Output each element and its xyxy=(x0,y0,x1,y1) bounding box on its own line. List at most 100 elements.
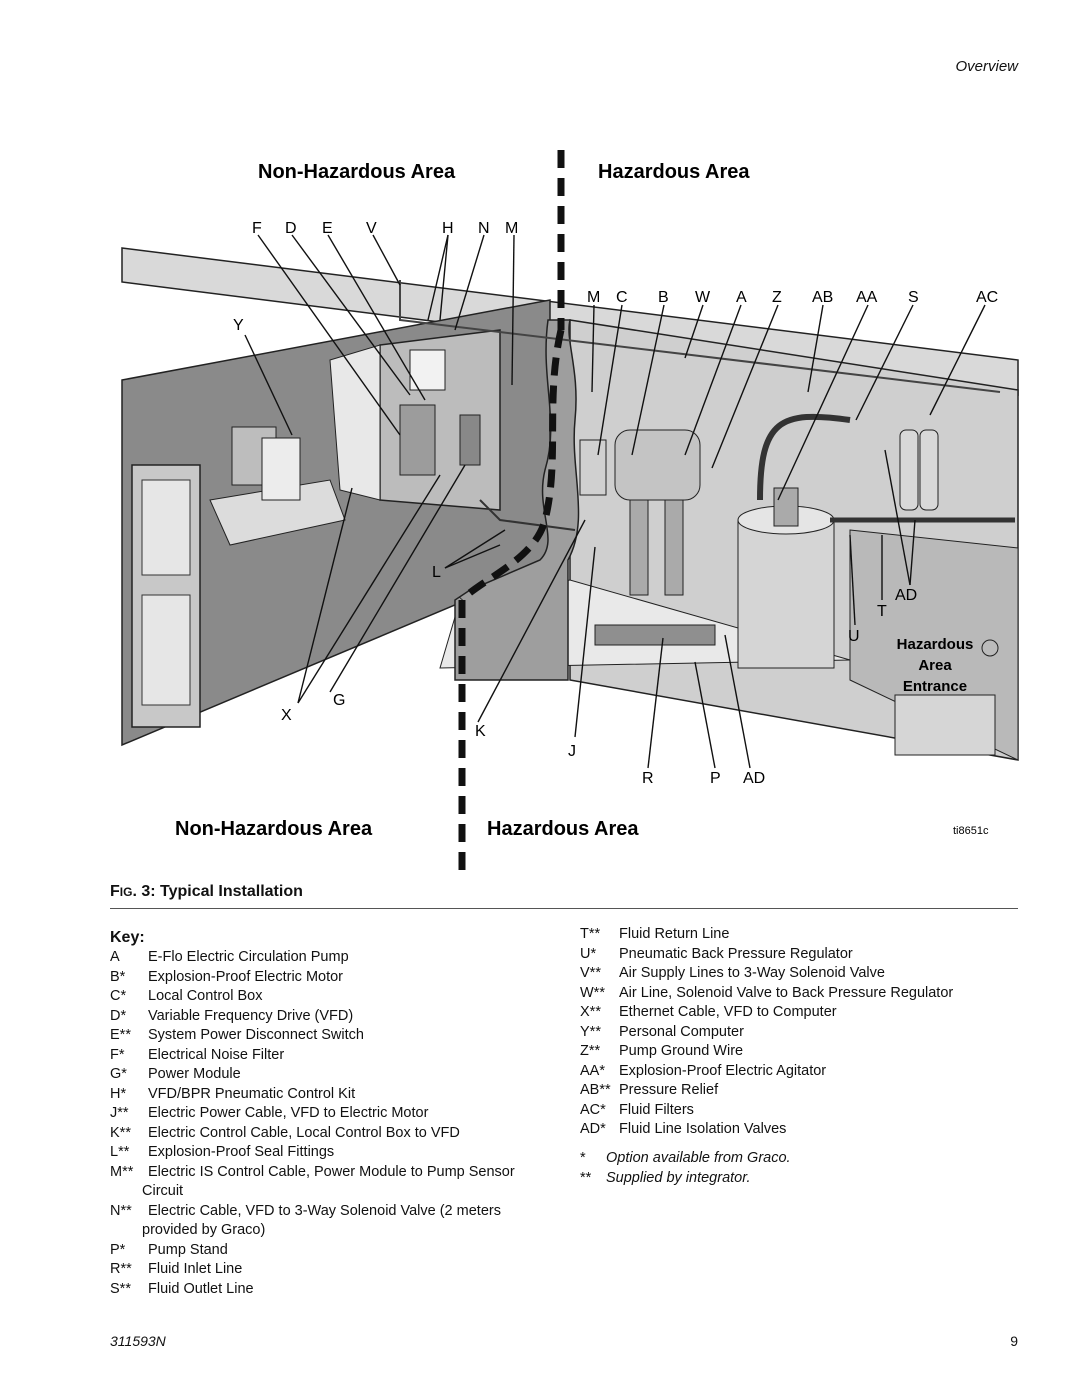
key-description: Power Module xyxy=(148,1066,241,1082)
ceiling-pipe xyxy=(399,280,1001,393)
document-number: 311593N xyxy=(110,1333,166,1349)
key-item: L**Explosion-Proof Seal Fittings xyxy=(110,1143,550,1163)
callout-g: G xyxy=(333,692,345,709)
key-item: K**Electric Control Cable, Local Control… xyxy=(110,1124,550,1144)
key-code: AD* xyxy=(580,1121,606,1137)
key-description: Electric Cable, VFD to 3-Way Solenoid Va… xyxy=(148,1202,501,1219)
note-row: *Option available from Graco. xyxy=(580,1150,791,1166)
callout-d: D xyxy=(285,220,297,237)
cabinet-door xyxy=(329,344,381,501)
agitator-tank xyxy=(737,487,835,669)
key-item: F* Electrical Noise Filter xyxy=(110,1046,550,1066)
key-description: Air Line, Solenoid Valve to Back Pressur… xyxy=(619,984,954,1001)
key-code: J** xyxy=(110,1105,129,1121)
callout-w: W xyxy=(695,289,711,306)
key-notes: *Option available from Graco. **Supplied… xyxy=(580,1149,791,1188)
callout-l: L xyxy=(432,564,441,581)
computer-tower xyxy=(261,437,301,501)
entrance-bell-icon xyxy=(981,639,999,657)
cabinet-cable xyxy=(479,499,576,531)
key-description-continued: Circuit xyxy=(142,1183,184,1199)
callout-v: V xyxy=(366,220,377,237)
callout-e: E xyxy=(322,220,333,237)
key-code: K** xyxy=(110,1124,131,1141)
callout-ad-mid: AD xyxy=(895,587,917,604)
key-description: Explosion-Proof Electric Motor xyxy=(148,968,344,985)
key-item: V** Air Supply Lines to 3-Way Solenoid Va… xyxy=(580,964,1000,984)
key-description: Local Control Box xyxy=(148,988,263,1004)
key-description-continued: provided by Graco) xyxy=(142,1222,266,1238)
caption-divider xyxy=(110,908,1018,909)
key-code: V** xyxy=(580,965,601,981)
callout-y: Y xyxy=(233,317,244,334)
callout-a: A xyxy=(736,289,747,306)
key-code: N** xyxy=(110,1202,132,1219)
callout-j: J xyxy=(568,743,576,760)
key-item: D* Variable Frequency Drive (VFD) xyxy=(110,1007,550,1027)
key-code: P* xyxy=(110,1241,126,1258)
callout-c: C xyxy=(616,289,628,306)
key-description: Electrical Noise Filter xyxy=(148,1046,285,1063)
key-code: G* xyxy=(110,1066,127,1082)
image-id: ti8651c xyxy=(953,825,989,837)
key-item-continuation: Circuit xyxy=(110,1182,550,1202)
circulation-pump xyxy=(594,429,716,646)
local-control-box xyxy=(579,439,607,496)
key-description: Air Supply Lines to 3-Way Solenoid Valve xyxy=(619,965,885,981)
callout-m-right: M xyxy=(587,289,600,306)
key-item: Y**Personal Computer xyxy=(580,1023,1000,1043)
callout-n: N xyxy=(478,220,490,237)
callout-ad-bottom: AD xyxy=(743,770,765,787)
key-description: Fluid Return Line xyxy=(619,926,730,942)
key-item: W** Air Line, Solenoid Valve to Back Pres… xyxy=(580,984,1000,1004)
leader-lines xyxy=(244,234,986,769)
key-code: R** xyxy=(110,1261,132,1277)
top-right-heading: Hazardous Area xyxy=(598,161,750,183)
key-code: U* xyxy=(580,945,597,962)
key-code: F* xyxy=(110,1046,125,1063)
key-description: Pressure Relief xyxy=(619,1082,719,1098)
entrance-line-3: Entrance xyxy=(903,678,967,695)
key-description: Pump Stand xyxy=(148,1241,228,1258)
key-code: X** xyxy=(580,1004,601,1020)
key-description: Personal Computer xyxy=(619,1023,744,1040)
key-code: AC* xyxy=(580,1101,606,1118)
page-number: 9 xyxy=(1010,1333,1018,1349)
callout-u: U xyxy=(848,628,860,645)
key-code: B* xyxy=(110,968,126,985)
callout-t: T xyxy=(877,603,887,620)
key-item: G* Power Module xyxy=(110,1065,550,1085)
key-code: T** xyxy=(580,926,601,942)
key-item: J** Electric Power Cable, VFD to Electric… xyxy=(110,1104,550,1124)
key-code: W** xyxy=(580,984,605,1001)
bottom-right-heading: Hazardous Area xyxy=(487,818,639,840)
key-item: T** Fluid Return Line xyxy=(580,925,1000,945)
key-item: Z**Pump Ground Wire xyxy=(580,1042,1000,1062)
key-description: Electric Power Cable, VFD to Electric Mo… xyxy=(148,1105,429,1121)
note-row: **Supplied by integrator. xyxy=(580,1169,751,1186)
key-description: E-Flo Electric Circulation Pump xyxy=(148,949,349,965)
key-code: D* xyxy=(110,1007,127,1024)
key-item: H*VFD/BPR Pneumatic Control Kit xyxy=(110,1085,550,1105)
key-description: Pneumatic Back Pressure Regulator xyxy=(619,945,853,962)
hazardous-door xyxy=(894,694,996,756)
key-code: E** xyxy=(110,1027,131,1043)
key-description: Variable Frequency Drive (VFD) xyxy=(148,1007,354,1024)
fluid-return-line xyxy=(757,413,851,501)
key-description: Explosion-Proof Seal Fittings xyxy=(148,1144,335,1160)
key-item: U* Pneumatic Back Pressure Regulator xyxy=(580,945,1000,965)
top-left-heading: Non-Hazardous Area xyxy=(258,161,456,183)
key-code: M** xyxy=(110,1163,134,1180)
callout-p: P xyxy=(710,770,721,787)
key-description: Explosion-Proof Electric Agitator xyxy=(619,1062,827,1079)
key-description: Fluid Inlet Line xyxy=(148,1261,243,1277)
callout-aa: AA xyxy=(856,289,878,306)
key-item: R** Fluid Inlet Line xyxy=(110,1260,550,1280)
key-item: AB**Pressure Relief xyxy=(580,1081,1000,1101)
callout-m-top: M xyxy=(505,220,518,237)
key-code: Z** xyxy=(580,1043,601,1059)
key-item: N** Electric Cable, VFD to 3-Way Solenoid… xyxy=(110,1202,550,1222)
key-heading: Key: xyxy=(110,929,145,946)
